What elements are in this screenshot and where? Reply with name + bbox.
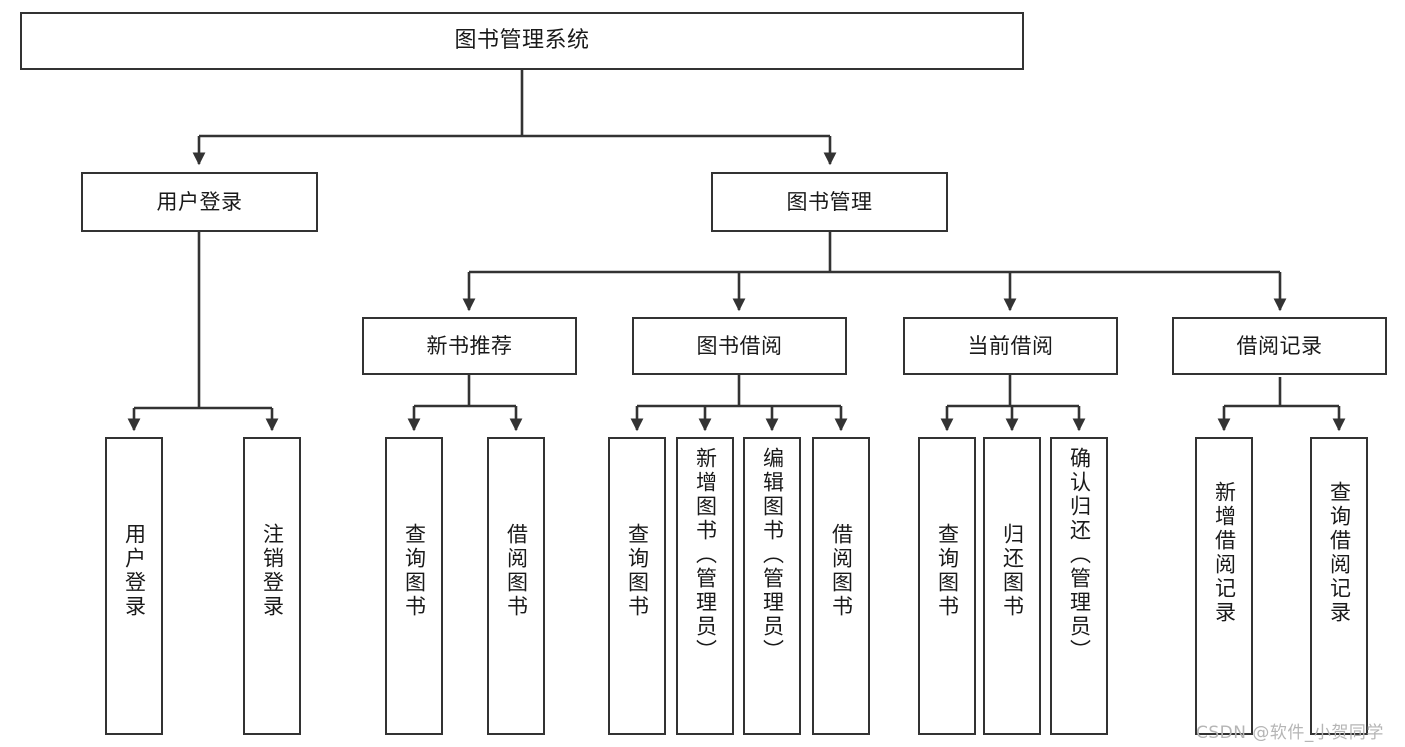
node-leaf-borrow-book-label: 借阅图书: [829, 523, 854, 619]
node-current-borrow-label: 当前借阅: [967, 333, 1054, 358]
node-leaf-return-book-label: 归还图书: [1000, 523, 1025, 619]
node-leaf-user-login-label: 用户登录: [122, 523, 147, 619]
node-leaf-logout[interactable]: 注销登录: [243, 437, 301, 735]
node-leaf-query-book-current[interactable]: 查询图书: [918, 437, 976, 735]
node-leaf-edit-book-label: 编辑图书（管理员）: [760, 447, 785, 663]
node-leaf-logout-label: 注销登录: [260, 523, 285, 619]
node-book-manage[interactable]: 图书管理: [711, 172, 948, 232]
node-leaf-edit-book[interactable]: 编辑图书（管理员）: [743, 437, 801, 735]
node-leaf-confirm-return[interactable]: 确认归还（管理员）: [1050, 437, 1108, 735]
node-book-borrow-label: 图书借阅: [696, 333, 783, 358]
node-user-login-label: 用户登录: [156, 189, 243, 214]
node-leaf-query-record-label: 查询借阅记录: [1327, 481, 1352, 625]
node-leaf-add-record[interactable]: 新增借阅记录: [1195, 437, 1253, 735]
node-borrow-records-label: 借阅记录: [1236, 333, 1323, 358]
node-user-login[interactable]: 用户登录: [81, 172, 318, 232]
node-leaf-query-book-label: 查询图书: [625, 523, 650, 619]
csdn-watermark: CSDN @软件_小贺同学: [1196, 723, 1384, 743]
node-leaf-borrow-book[interactable]: 借阅图书: [812, 437, 870, 735]
node-borrow-records[interactable]: 借阅记录: [1172, 317, 1387, 375]
node-leaf-add-record-label: 新增借阅记录: [1212, 481, 1237, 625]
node-leaf-user-login[interactable]: 用户登录: [105, 437, 163, 735]
node-current-borrow[interactable]: 当前借阅: [903, 317, 1118, 375]
node-root[interactable]: 图书管理系统: [20, 12, 1024, 70]
node-root-label: 图书管理系统: [454, 28, 590, 54]
node-leaf-add-book[interactable]: 新增图书（管理员）: [676, 437, 734, 735]
node-leaf-query-book-recommend-label: 查询图书: [402, 523, 427, 619]
node-leaf-add-book-label: 新增图书（管理员）: [693, 447, 718, 663]
node-leaf-confirm-return-label: 确认归还（管理员）: [1067, 447, 1092, 663]
node-book-borrow[interactable]: 图书借阅: [632, 317, 847, 375]
node-leaf-borrow-book-recommend-label: 借阅图书: [504, 523, 529, 619]
node-leaf-query-book-recommend[interactable]: 查询图书: [385, 437, 443, 735]
node-leaf-return-book[interactable]: 归还图书: [983, 437, 1041, 735]
node-leaf-query-book[interactable]: 查询图书: [608, 437, 666, 735]
node-new-book-recommend-label: 新书推荐: [426, 333, 513, 358]
node-leaf-borrow-book-recommend[interactable]: 借阅图书: [487, 437, 545, 735]
node-new-book-recommend[interactable]: 新书推荐: [362, 317, 577, 375]
node-leaf-query-record[interactable]: 查询借阅记录: [1310, 437, 1368, 735]
node-book-manage-label: 图书管理: [786, 189, 873, 214]
node-leaf-query-book-current-label: 查询图书: [935, 523, 960, 619]
